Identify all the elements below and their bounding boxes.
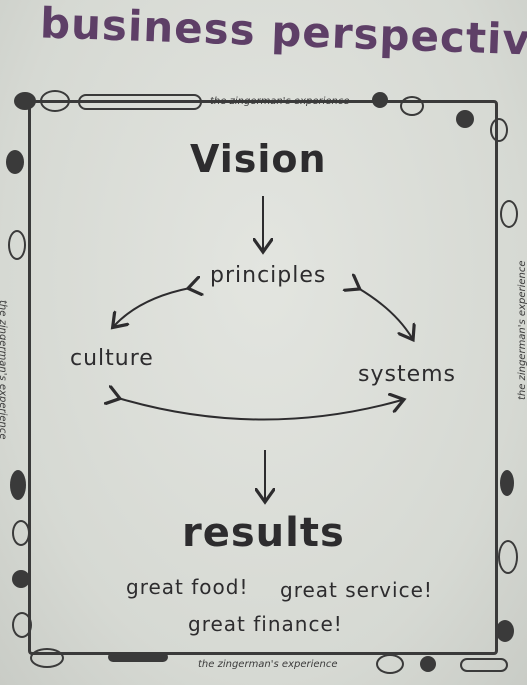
food-doodle-icon bbox=[500, 200, 518, 228]
food-doodle-icon bbox=[456, 110, 474, 128]
node-vision: Vision bbox=[190, 137, 327, 181]
food-doodle-icon bbox=[8, 230, 26, 260]
food-doodle-icon bbox=[12, 570, 30, 588]
decorative-frame bbox=[28, 100, 498, 655]
food-doodle-icon bbox=[498, 540, 518, 574]
food-doodle-icon bbox=[40, 90, 70, 112]
food-doodle-icon bbox=[30, 648, 64, 668]
food-doodle-icon bbox=[10, 470, 26, 500]
food-doodle-icon bbox=[490, 118, 508, 142]
food-doodle-icon bbox=[108, 652, 168, 662]
arrow-principles-culture bbox=[114, 288, 190, 326]
food-doodle-icon bbox=[12, 520, 30, 546]
food-doodle-icon bbox=[12, 612, 32, 638]
node-culture: culture bbox=[70, 346, 154, 371]
node-systems: systems bbox=[358, 362, 456, 387]
food-doodle-icon bbox=[14, 92, 36, 110]
border-label-bottom: the zingerman's experience bbox=[198, 659, 338, 670]
baguette-icon bbox=[78, 94, 202, 110]
food-doodle-icon bbox=[6, 150, 24, 174]
arrow-culture-systems bbox=[118, 398, 402, 421]
food-doodle-icon bbox=[420, 656, 436, 672]
border-label-top: the zingerman's experience bbox=[210, 96, 350, 107]
food-doodle-icon bbox=[372, 92, 388, 108]
food-doodle-icon bbox=[376, 654, 404, 674]
food-doodle-icon bbox=[400, 96, 424, 116]
tagline-great-food: great food! bbox=[126, 575, 249, 599]
food-doodle-icon bbox=[460, 658, 508, 672]
tagline-great-finance: great finance! bbox=[188, 612, 343, 636]
food-doodle-icon bbox=[500, 470, 514, 496]
tagline-great-service: great service! bbox=[280, 578, 433, 602]
arrow-principles-systems bbox=[358, 288, 412, 338]
food-doodle-icon bbox=[496, 620, 514, 642]
node-principles: principles bbox=[210, 263, 327, 288]
node-results: results bbox=[182, 510, 345, 556]
